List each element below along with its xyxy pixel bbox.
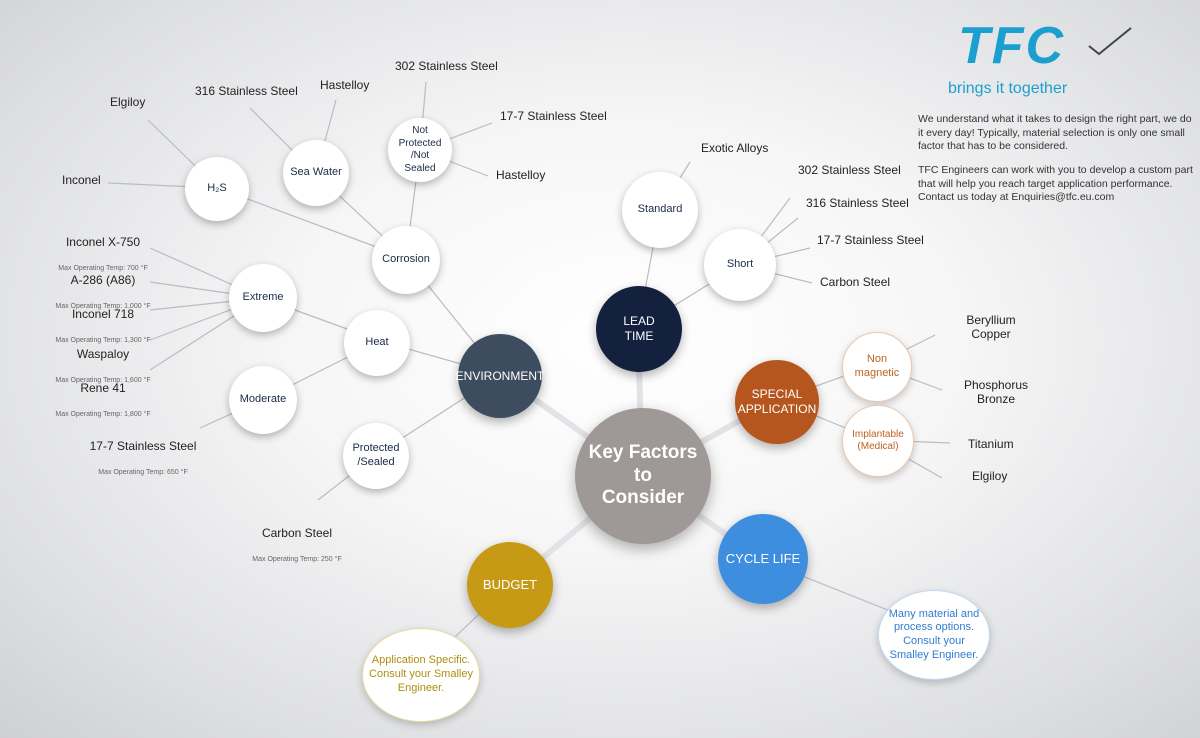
temp-label: Max Operating Temp: 1,000 °F — [55, 303, 151, 311]
short-node: Short — [704, 229, 776, 301]
temp-label: Max Operating Temp: 1,300 °F — [55, 337, 151, 345]
center-node: Key Factors to Consider — [575, 408, 711, 544]
material-label: Elgiloy — [110, 95, 146, 109]
material-label: Inconel — [62, 173, 101, 187]
moderate-node: Moderate — [229, 366, 297, 434]
extreme-node: Extreme — [229, 264, 297, 332]
material-label: Hastelloy — [496, 168, 546, 182]
temp-label: Max Operating Temp: 1,800 °F — [55, 411, 151, 419]
material-label: Carbon Steel — [820, 275, 891, 289]
cycle-life-note: Many material and process options. Consu… — [878, 590, 990, 680]
corrosion-node: Corrosion — [372, 226, 440, 294]
category-budget: BUDGET — [467, 542, 553, 628]
material-label: Inconel 718 Max Operating Temp: 1,300 °F — [48, 294, 158, 359]
material-label: 316 Stainless Steel — [195, 84, 298, 98]
non-magnetic-node: Non magnetic — [842, 332, 912, 402]
sea-water-node: Sea Water — [283, 140, 349, 206]
material-label: 17-7 Stainless Steel — [817, 233, 924, 247]
standard-node: Standard — [622, 172, 698, 248]
not-protected-node: Not Protected /Not Sealed — [388, 118, 452, 182]
description-paragraph-2: TFC Engineers can work with you to devel… — [918, 163, 1193, 204]
category-cycle-life: CYCLE LIFE — [718, 514, 808, 604]
material-label: Waspaloy Max Operating Temp: 1,600 °F — [48, 334, 158, 399]
material-label: A-286 (A86) Max Operating Temp: 1,000 °F — [48, 260, 158, 325]
material-label: 302 Stainless Steel — [395, 59, 498, 73]
material-label: Titanium — [968, 437, 1014, 451]
material-label: Exotic Alloys — [701, 141, 769, 155]
material-label: Hastelloy — [320, 78, 370, 92]
material-label: Phosphorus Bronze — [963, 378, 1029, 406]
material-label: Rene 41 Max Operating Temp: 1,800 °F — [48, 368, 158, 433]
material-label: 316 Stainless Steel — [806, 196, 909, 210]
temp-label: Max Operating Temp: 650 °F — [98, 469, 188, 477]
tfc-logo: TFC — [958, 17, 1066, 75]
temp-label: Max Operating Temp: 700 °F — [58, 265, 148, 273]
material-label: Inconel X-750 Max Operating Temp: 700 °F — [48, 222, 158, 287]
protected-sealed-node: Protected /Sealed — [343, 423, 409, 489]
check-mark-icon — [1088, 27, 1132, 56]
budget-note: Application Specific. Consult your Small… — [362, 628, 480, 722]
heat-node: Heat — [344, 310, 410, 376]
material-label: Carbon Steel Max Operating Temp: 250 °F — [242, 513, 352, 578]
category-environment: ENVIRONMENT — [456, 334, 544, 418]
material-label: 17-7 Stainless Steel — [500, 109, 607, 123]
material-label: 302 Stainless Steel — [798, 163, 901, 177]
material-label: Beryllium Copper — [966, 313, 1016, 341]
temp-label: Max Operating Temp: 250 °F — [252, 556, 342, 564]
material-label: Elgiloy — [972, 469, 1008, 483]
category-special-application: SPECIAL APPLICATION — [735, 360, 819, 444]
tagline: brings it together — [948, 80, 1068, 97]
temp-label: Max Operating Temp: 1,600 °F — [55, 377, 151, 385]
category-lead-time: LEAD TIME — [596, 286, 682, 372]
implantable-node: Implantable (Medical) — [842, 405, 914, 477]
material-label: 17-7 Stainless Steel Max Operating Temp:… — [89, 438, 197, 477]
description-paragraph-1: We understand what it takes to design th… — [918, 113, 1192, 153]
description-block: We understand what it takes to design th… — [918, 113, 1193, 215]
h2s-node: H₂S — [185, 157, 249, 221]
